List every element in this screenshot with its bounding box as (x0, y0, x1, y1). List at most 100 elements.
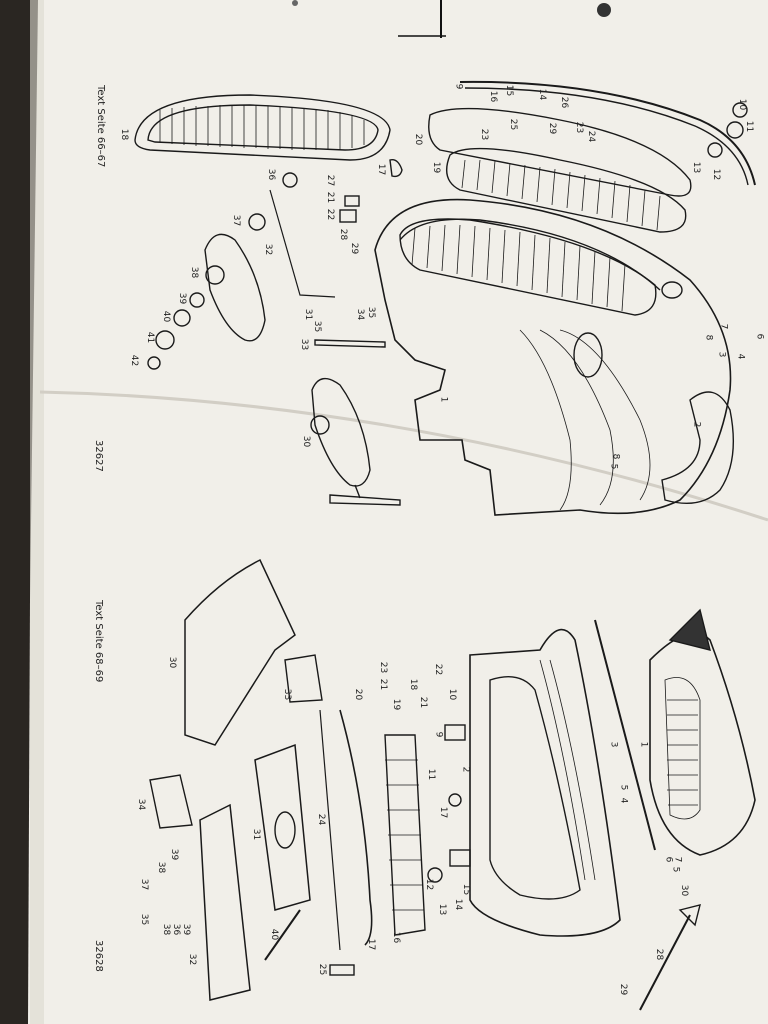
callout-label: 38 (156, 861, 167, 874)
callout-label: 16 (488, 90, 499, 103)
callout-label: 15 (504, 84, 515, 97)
callout-label: 38 (189, 266, 200, 279)
callout-label: 20 (413, 133, 424, 146)
callout-label: 40 (269, 928, 280, 941)
callout-label: 2 (691, 421, 702, 428)
page-number: 32627 (93, 440, 104, 472)
callout-label: 10 (737, 98, 748, 111)
callout-label: 27 (325, 174, 336, 187)
callout-label: 42 (129, 354, 140, 367)
callout-label: 31 (303, 308, 314, 321)
lamp-38 (204, 233, 266, 342)
callout-label: 38 (161, 923, 172, 936)
callout-label: 20 (353, 688, 364, 701)
callout-label: 12 (711, 168, 722, 181)
callout-label: 10 (447, 688, 458, 701)
callout-label: 39 (181, 923, 192, 936)
page-caption: Text Seite 68–69 (93, 600, 104, 683)
callout-label: 33 (299, 338, 310, 351)
callout-label: 39 (177, 292, 188, 305)
callout-label: 12 (424, 878, 435, 891)
callout-label: 3 (608, 741, 619, 748)
callout-label: 40 (161, 310, 172, 323)
callout-label: 25 (508, 118, 519, 131)
callout-label: 19 (431, 161, 442, 174)
fender-1 (374, 198, 732, 516)
callout-label: 4 (735, 353, 746, 360)
callout-label: 34 (355, 308, 366, 321)
callout-label: 29 (618, 983, 629, 996)
callout-label: 33 (282, 688, 293, 701)
callout-label: 30 (679, 884, 690, 897)
callout-label: 14 (537, 88, 548, 101)
upper-page-drawings (134, 80, 756, 516)
callout-label: 6 (754, 333, 765, 340)
callout-label: 5 (670, 866, 681, 873)
horn-30 (310, 377, 401, 506)
callout-label: 17 (366, 938, 377, 951)
page-number: 32628 (93, 940, 104, 972)
callout-label: 36 (266, 168, 277, 181)
callout-label: 31 (251, 828, 262, 841)
rear-fender-1 (649, 608, 756, 856)
callout-label: 9 (453, 83, 464, 90)
callout-label: 32 (263, 243, 274, 256)
grille-17 (384, 734, 426, 936)
callout-label: 23 (378, 661, 389, 674)
callout-label: 13 (437, 903, 448, 916)
callout-label: 18 (119, 128, 130, 141)
callout-label: 8 (610, 453, 621, 460)
callout-label: 24 (586, 130, 597, 143)
callout-label: 37 (231, 214, 242, 227)
callout-label: 37 (139, 878, 150, 891)
callout-label: 18 (408, 678, 419, 691)
callout-label: 17 (376, 163, 387, 176)
callout-label: 15 (461, 883, 472, 896)
callout-label: 30 (167, 656, 178, 669)
callout-label: 11 (426, 768, 437, 781)
callout-label: 23 (479, 128, 490, 141)
callout-label: 30 (301, 435, 312, 448)
grille-18 (134, 94, 391, 161)
callout-label: 22 (433, 663, 444, 676)
callout-label: 19 (391, 698, 402, 711)
callout-label: 34 (136, 798, 147, 811)
callout-label: 2 (460, 766, 471, 773)
callout-label: 21 (378, 678, 389, 691)
lower-page-drawings (149, 558, 756, 1011)
callout-label: 21 (418, 696, 429, 709)
callout-label: 5 (618, 784, 629, 791)
callout-label: 29 (349, 242, 360, 255)
callout-label: 7 (718, 323, 729, 330)
callout-label: 7 (672, 856, 683, 863)
callout-label: 41 (145, 331, 156, 344)
callout-label: 35 (366, 306, 377, 319)
callout-label: 1 (438, 396, 449, 403)
callout-label: 14 (453, 898, 464, 911)
callout-label: 26 (559, 96, 570, 109)
callout-label: 36 (171, 923, 182, 936)
callout-label: 22 (325, 208, 336, 221)
callout-label: 23 (574, 121, 585, 134)
callout-label: 8 (703, 334, 714, 341)
callout-label: 29 (547, 122, 558, 135)
fender-grille (399, 218, 657, 316)
rear-fender-grille (664, 677, 701, 820)
callout-label: 24 (316, 813, 327, 826)
callout-label: 5 (608, 463, 619, 470)
callout-label: 39 (169, 848, 180, 861)
callout-label: 11 (744, 120, 755, 133)
callout-label: 17 (438, 806, 449, 819)
page-caption: Text Seite 66–67 (95, 85, 106, 168)
callout-label: 3 (716, 351, 727, 358)
callout-label: 28 (338, 228, 349, 241)
callout-label: 28 (654, 948, 665, 961)
callout-label: 32 (187, 953, 198, 966)
callout-label: 16 (391, 931, 402, 944)
callout-label: 21 (325, 191, 336, 204)
callout-label: 1 (638, 741, 649, 748)
callout-label: 35 (312, 320, 323, 333)
callout-label: 25 (317, 963, 328, 976)
callout-label: 4 (618, 797, 629, 804)
